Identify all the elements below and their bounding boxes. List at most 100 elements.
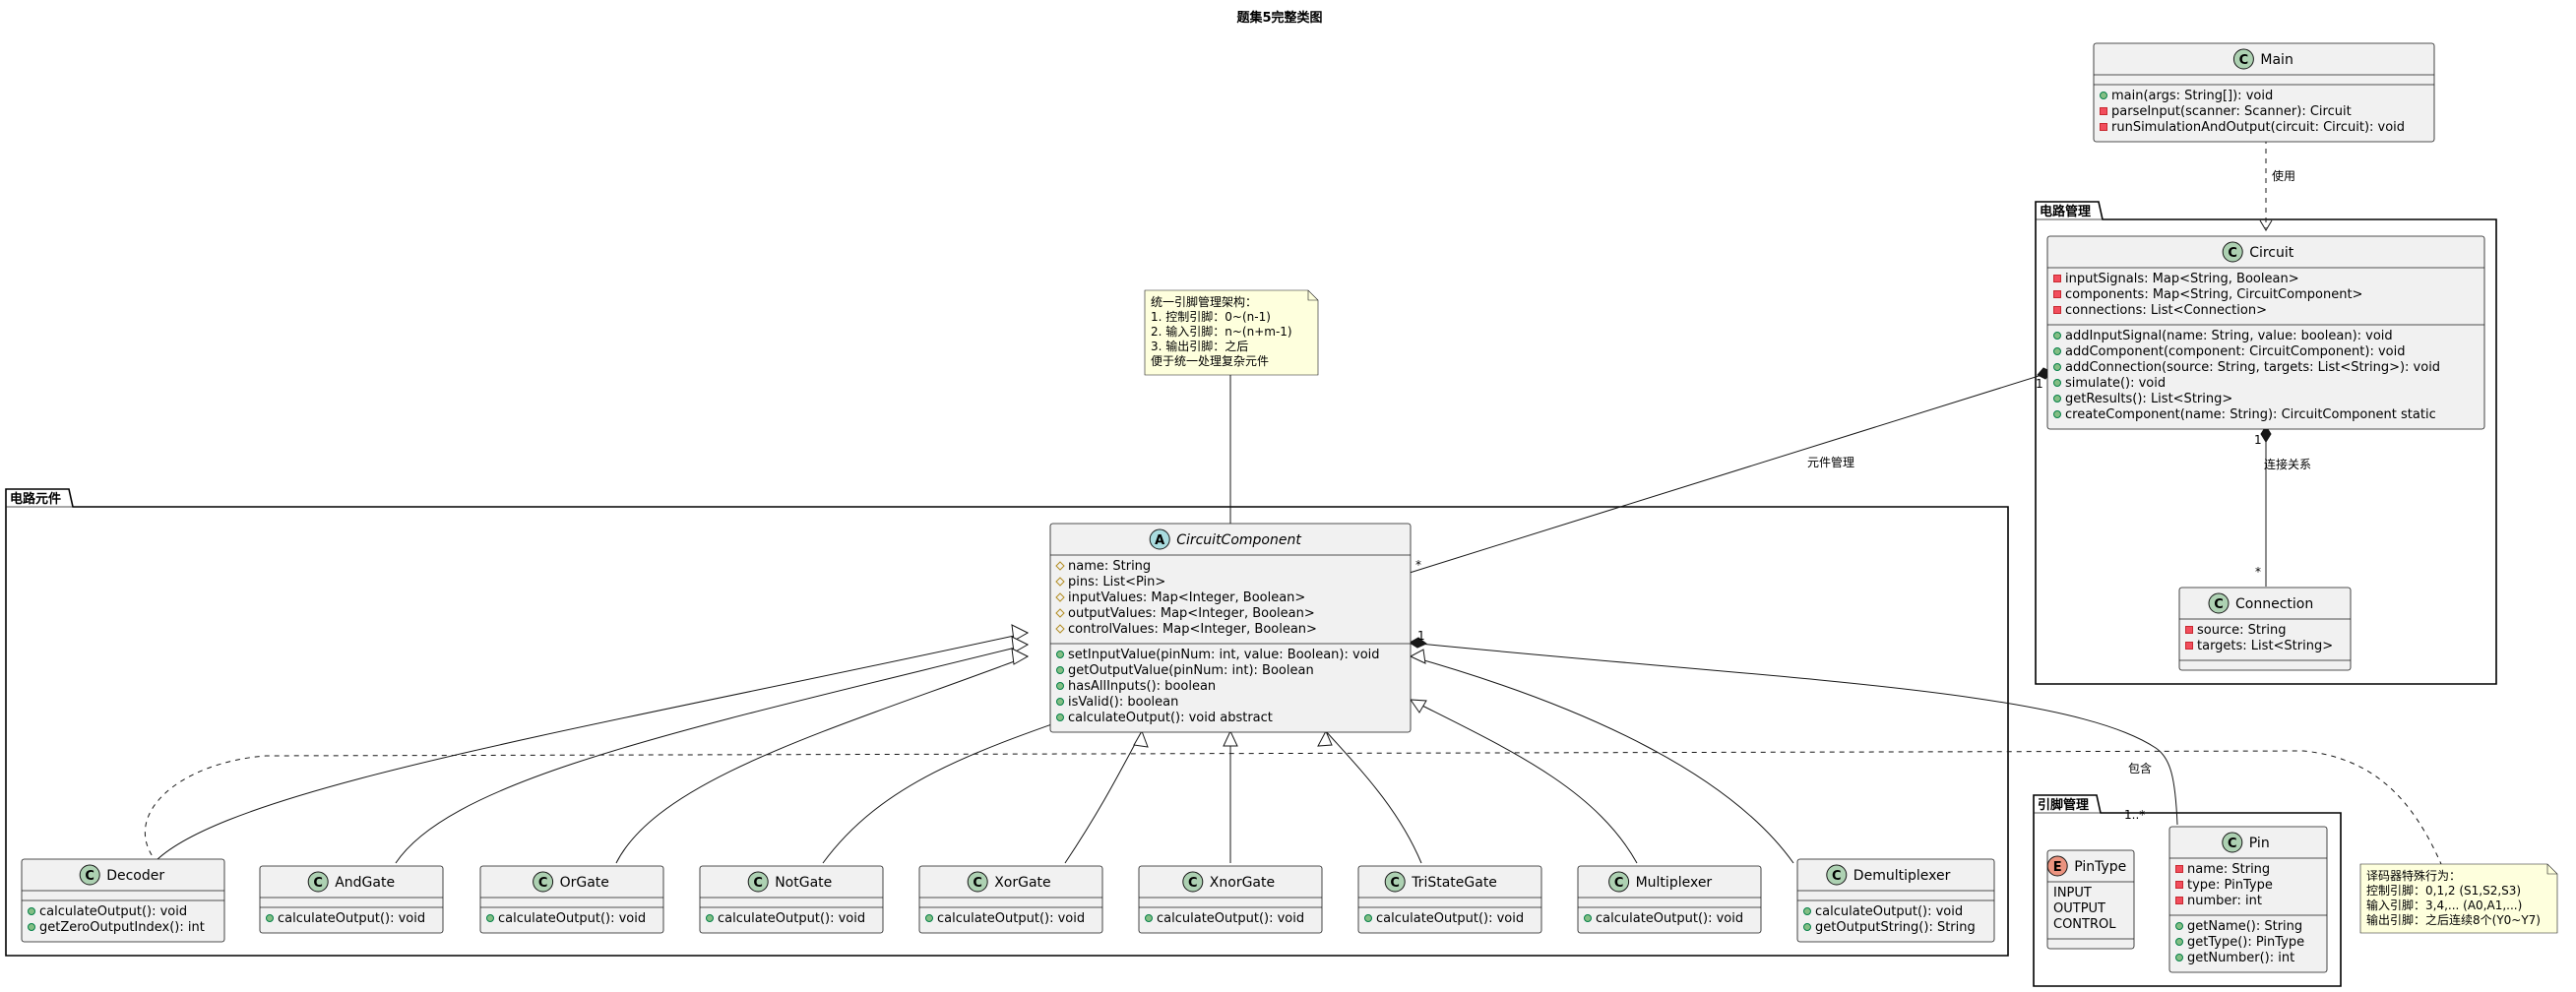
class-name: Multiplexer [1636, 875, 1713, 891]
inheritance-line [395, 644, 1029, 864]
class-method: hasAllInputs(): boolean [1068, 679, 1216, 694]
private-visibility-icon [2185, 642, 2193, 650]
inheritance-arrow-icon [1011, 624, 1030, 642]
public-visibility-icon [2053, 379, 2061, 387]
inheritance-line [1410, 699, 1638, 864]
note-line: 2. 输入引脚：n~(n+m-1) [1151, 324, 1292, 339]
public-visibility-icon [2053, 395, 2061, 403]
class-method: calculateOutput(): void [937, 911, 1085, 926]
class-method: calculateOutput(): void [718, 911, 865, 926]
private-visibility-icon [2175, 897, 2183, 904]
class-name: XorGate [994, 875, 1050, 891]
private-visibility-icon [2100, 107, 2107, 115]
class-name: Connection [2235, 596, 2313, 612]
note-decoder: 译码器特殊行为：控制引脚：0,1,2 (S1,S2,S3)输入引脚：3,4,..… [2359, 863, 2558, 934]
class-box [2046, 849, 2135, 950]
class-name: OrGate [560, 875, 609, 891]
public-visibility-icon [2175, 954, 2183, 961]
package-label: 引脚管理 [2038, 797, 2089, 813]
stereotype-badge-icon [747, 871, 769, 893]
public-visibility-icon [925, 914, 933, 922]
stereotype-badge-icon [79, 864, 100, 886]
class-method: getNumber(): int [2187, 951, 2294, 965]
class-name: PinType [2074, 859, 2126, 875]
class-field: name: String [1068, 559, 1151, 574]
class-name: Demultiplexer [1853, 868, 1951, 884]
class-name: Pin [2249, 836, 2270, 851]
class-name: XnorGate [1210, 875, 1275, 891]
class-method: getOutputString(): String [1815, 920, 1976, 935]
private-visibility-icon [2185, 626, 2193, 634]
package-components: 电路元件 [5, 488, 2009, 957]
note-line: 译码器特殊行为： [2366, 868, 2461, 883]
contains-composition-line [1409, 642, 2178, 826]
class-method: calculateOutput(): void [1596, 911, 1743, 926]
stereotype-badge-icon [2046, 855, 2068, 877]
inheritance-arrow-icon [1133, 729, 1149, 748]
inheritance-line [1410, 655, 1794, 864]
protected-visibility-icon [1055, 608, 1065, 618]
class-name: TriStateGate [1411, 875, 1497, 891]
enum-value: INPUT [2053, 886, 2092, 900]
class-method: addInputSignal(name: String, value: bool… [2065, 329, 2393, 343]
package-pin_mgmt: 引脚管理 [2033, 794, 2342, 987]
multiplicity-one: 1 [1417, 629, 1425, 643]
class-method: calculateOutput(): void [1815, 904, 1963, 919]
stereotype-letter: C [1832, 869, 1842, 884]
stereotype-letter: C [2214, 597, 2224, 612]
inheritance-arrow-icon [1223, 729, 1238, 747]
public-visibility-icon [1145, 914, 1153, 922]
class-method: addConnection(source: String, targets: L… [2065, 360, 2440, 375]
class-method: setInputValue(pinNum: int, value: Boolea… [1068, 648, 1380, 662]
class-method: runSimulationAndOutput(circuit: Circuit)… [2111, 120, 2405, 135]
stereotype-letter: C [313, 876, 323, 891]
inheritance-arrow-icon [1409, 649, 1426, 664]
package-frame [2035, 201, 2497, 685]
class-diagram: 题集5完整类图电路管理电路元件引脚管理使用1*元件管理1*连接关系11..*包含… [5, 10, 2558, 987]
class-method: calculateOutput(): void [39, 904, 187, 919]
inheritance-arrow-icon [1410, 699, 1427, 713]
class-field: inputValues: Map<Integer, Boolean> [1068, 590, 1305, 605]
class-method: getName(): String [2187, 919, 2302, 934]
protected-visibility-icon [1055, 592, 1065, 602]
stereotype-badge-icon [1149, 528, 1170, 550]
stereotype-letter: C [753, 876, 763, 891]
protected-visibility-icon [1055, 561, 1065, 571]
class-method: getOutputValue(pinNum: int): Boolean [1068, 663, 1314, 678]
inheritance-line [1064, 730, 1143, 864]
class-box [2046, 235, 2485, 430]
public-visibility-icon [1056, 666, 1064, 674]
class-field: name: String [2187, 862, 2270, 877]
class-demultiplexer: C Demultiplexer calculateOutput(): voidget… [1796, 858, 1995, 943]
class-method: createComponent(name: String): CircuitCo… [2065, 407, 2436, 422]
note-pin_arch: 统一引脚管理架构：1. 控制引脚：0~(n-1)2. 输入引脚：n~(n+m-1… [1144, 289, 1319, 376]
private-visibility-icon [2175, 865, 2183, 873]
class-field: number: int [2187, 894, 2262, 908]
stereotype-badge-icon [2208, 592, 2230, 614]
stereotype-badge-icon [2232, 48, 2254, 70]
package-frame [5, 488, 2009, 957]
arrow-head-icon [2259, 219, 2273, 231]
stereotype-badge-icon [2222, 241, 2243, 263]
public-visibility-icon [2053, 410, 2061, 418]
class-field: targets: List<String> [2197, 639, 2333, 653]
class-field: inputSignals: Map<String, Boolean> [2065, 272, 2299, 286]
multiplicity-many: * [1415, 558, 1421, 572]
inheritance-line [615, 655, 1029, 864]
diagram-title: 题集5完整类图 [1236, 10, 1322, 26]
class-field: outputValues: Map<Integer, Boolean> [1068, 606, 1315, 621]
class-box [699, 865, 884, 934]
note-line: 3. 输出引脚：之后 [1151, 339, 1248, 353]
